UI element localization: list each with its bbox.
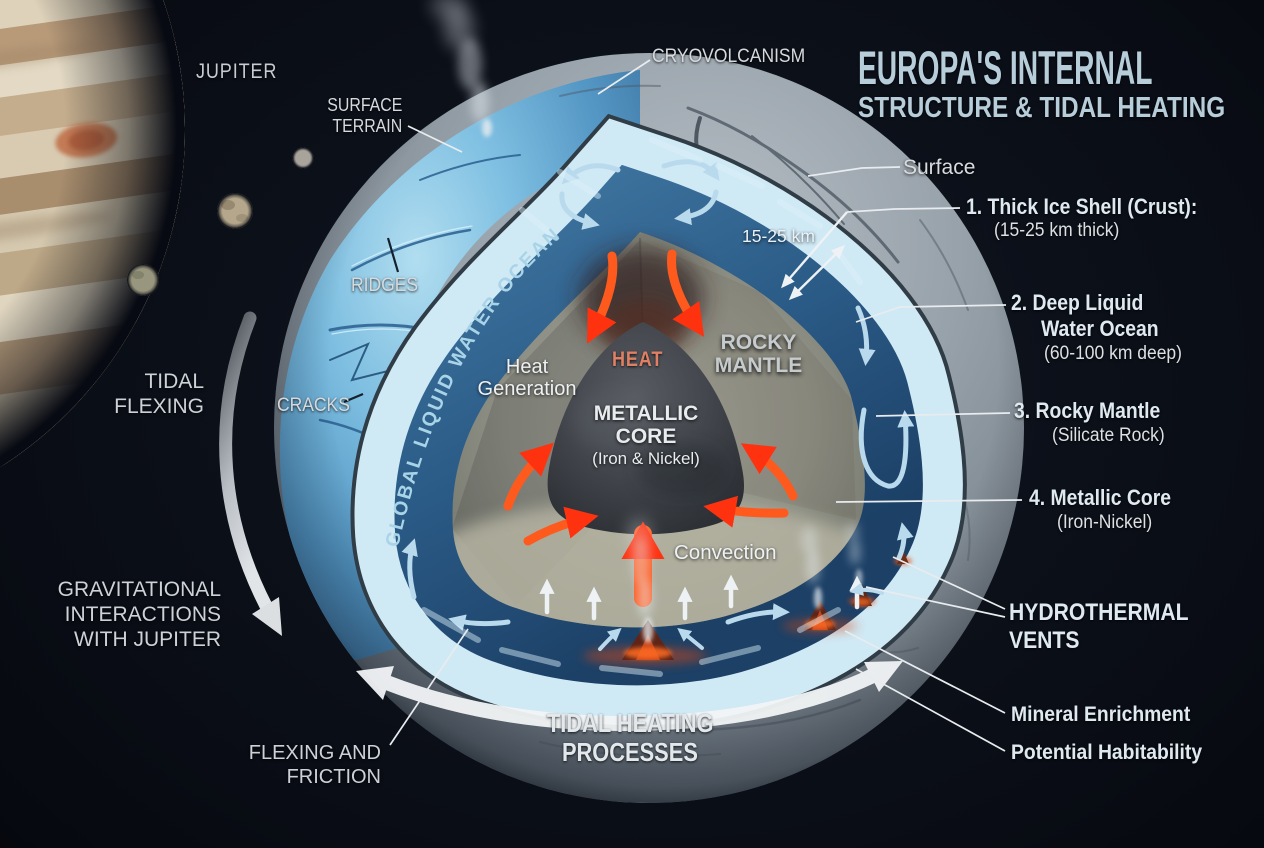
dark-leader-lines bbox=[343, 237, 400, 404]
title-line2: STRUCTURE & TIDAL HEATING bbox=[858, 92, 1226, 124]
legend-item-ice-shell: 1. Thick Ice Shell (Crust): bbox=[966, 194, 1198, 219]
legend-item-ocean-sub: (60-100 km deep) bbox=[1044, 343, 1182, 364]
title-line1: EUROPA'S INTERNAL bbox=[858, 41, 1153, 94]
tidal-heating-arrow bbox=[356, 661, 903, 732]
cryovolcanism-label: CRYOVOLCANISM bbox=[652, 46, 806, 67]
gravitational-interactions-label: GRAVITATIONAL INTERACTIONS WITH JUPITER bbox=[57, 578, 221, 652]
mantle-leader bbox=[875, 412, 1011, 417]
ocean-leader bbox=[855, 304, 1007, 323]
vents-leader-1 bbox=[892, 556, 1006, 610]
ridges-leader bbox=[386, 237, 400, 273]
ocean-circulation-arrows bbox=[401, 159, 915, 651]
page-title: EUROPA'S INTERNAL bbox=[858, 41, 1264, 95]
cryovolcanism-leader bbox=[597, 59, 651, 95]
ridges-label: RIDGES bbox=[351, 275, 419, 296]
surface-terrain-label: SURFACE TERRAIN bbox=[326, 94, 402, 136]
potential-habitability-label: Potential Habitability bbox=[1011, 741, 1203, 764]
galilean-moons bbox=[127, 147, 314, 296]
cracks-label: CRACKS bbox=[277, 395, 350, 416]
cracks-leader bbox=[343, 392, 364, 404]
legend-item-ocean-line2: Water Ocean bbox=[1041, 316, 1159, 341]
flexing-friction-label: FLEXING AND FRICTION bbox=[248, 742, 381, 788]
tidal-flexing-label: TIDAL FLEXING bbox=[114, 370, 204, 418]
vents-leader-2 bbox=[865, 586, 1006, 618]
metallic-core-label: METALLIC CORE (Iron & Nickel) bbox=[592, 402, 700, 469]
moon-medium-icon bbox=[217, 193, 253, 229]
convection-label: Convection bbox=[674, 541, 777, 564]
legend-item-ocean: 2. Deep Liquid bbox=[1011, 290, 1144, 315]
heat-label: HEAT bbox=[612, 348, 664, 371]
heat-arrows bbox=[503, 249, 798, 607]
surface-leader bbox=[807, 166, 901, 177]
metallic-core-shape bbox=[547, 322, 745, 535]
mineral-leader bbox=[844, 630, 1006, 714]
ice-streaks bbox=[421, 137, 863, 677]
vent-plumes bbox=[628, 518, 863, 643]
legend-item-mantle-sub: (Silicate Rock) bbox=[1052, 425, 1165, 446]
legend-item-ice-shell-sub: (15-25 km thick) bbox=[994, 220, 1120, 241]
flexing-friction-leader bbox=[389, 628, 469, 746]
ice-thickness-label: 15-25 km bbox=[742, 226, 815, 246]
hydrothermal-vents-label: HYDROTHERMAL VENTS bbox=[1009, 599, 1189, 654]
cryovolcanism-plume bbox=[430, 0, 492, 137]
moon-small-icon bbox=[292, 147, 314, 169]
rocky-mantle-label: ROCKY MANTLE bbox=[714, 331, 803, 378]
ice-thickness-arrows bbox=[781, 211, 848, 301]
moon-olive-icon bbox=[127, 264, 159, 296]
jupiter-label: JUPITER bbox=[196, 60, 278, 83]
core-leader bbox=[835, 499, 1023, 503]
legend-item-core-sub: (Iron-Nickel) bbox=[1057, 512, 1153, 533]
surface-label: Surface bbox=[903, 156, 976, 179]
mineral-enrichment-label: Mineral Enrichment bbox=[1011, 703, 1191, 726]
heat-generation-label: Heat Generation bbox=[477, 356, 577, 400]
legend-item-core: 4. Metallic Core bbox=[1029, 485, 1172, 510]
leader-lines bbox=[389, 59, 1023, 752]
cutaway-section: GLOBAL LIQUID WATER OCEAN bbox=[381, 140, 912, 674]
habitability-leader bbox=[855, 668, 1006, 752]
europa-sphere: GLOBAL LIQUID WATER OCEAN bbox=[274, 53, 1024, 803]
surface-terrain-leader bbox=[407, 125, 463, 153]
ice-shell-leader bbox=[846, 207, 961, 213]
legend-item-mantle: 3. Rocky Mantle bbox=[1014, 398, 1161, 423]
tidal-heating-processes-label: TIDAL HEATING PROCESSES bbox=[546, 708, 714, 767]
jupiter-planet bbox=[0, 0, 185, 530]
page-subtitle: STRUCTURE & TIDAL HEATING bbox=[858, 92, 1264, 124]
tidal-flexing-arrow bbox=[219, 311, 282, 636]
